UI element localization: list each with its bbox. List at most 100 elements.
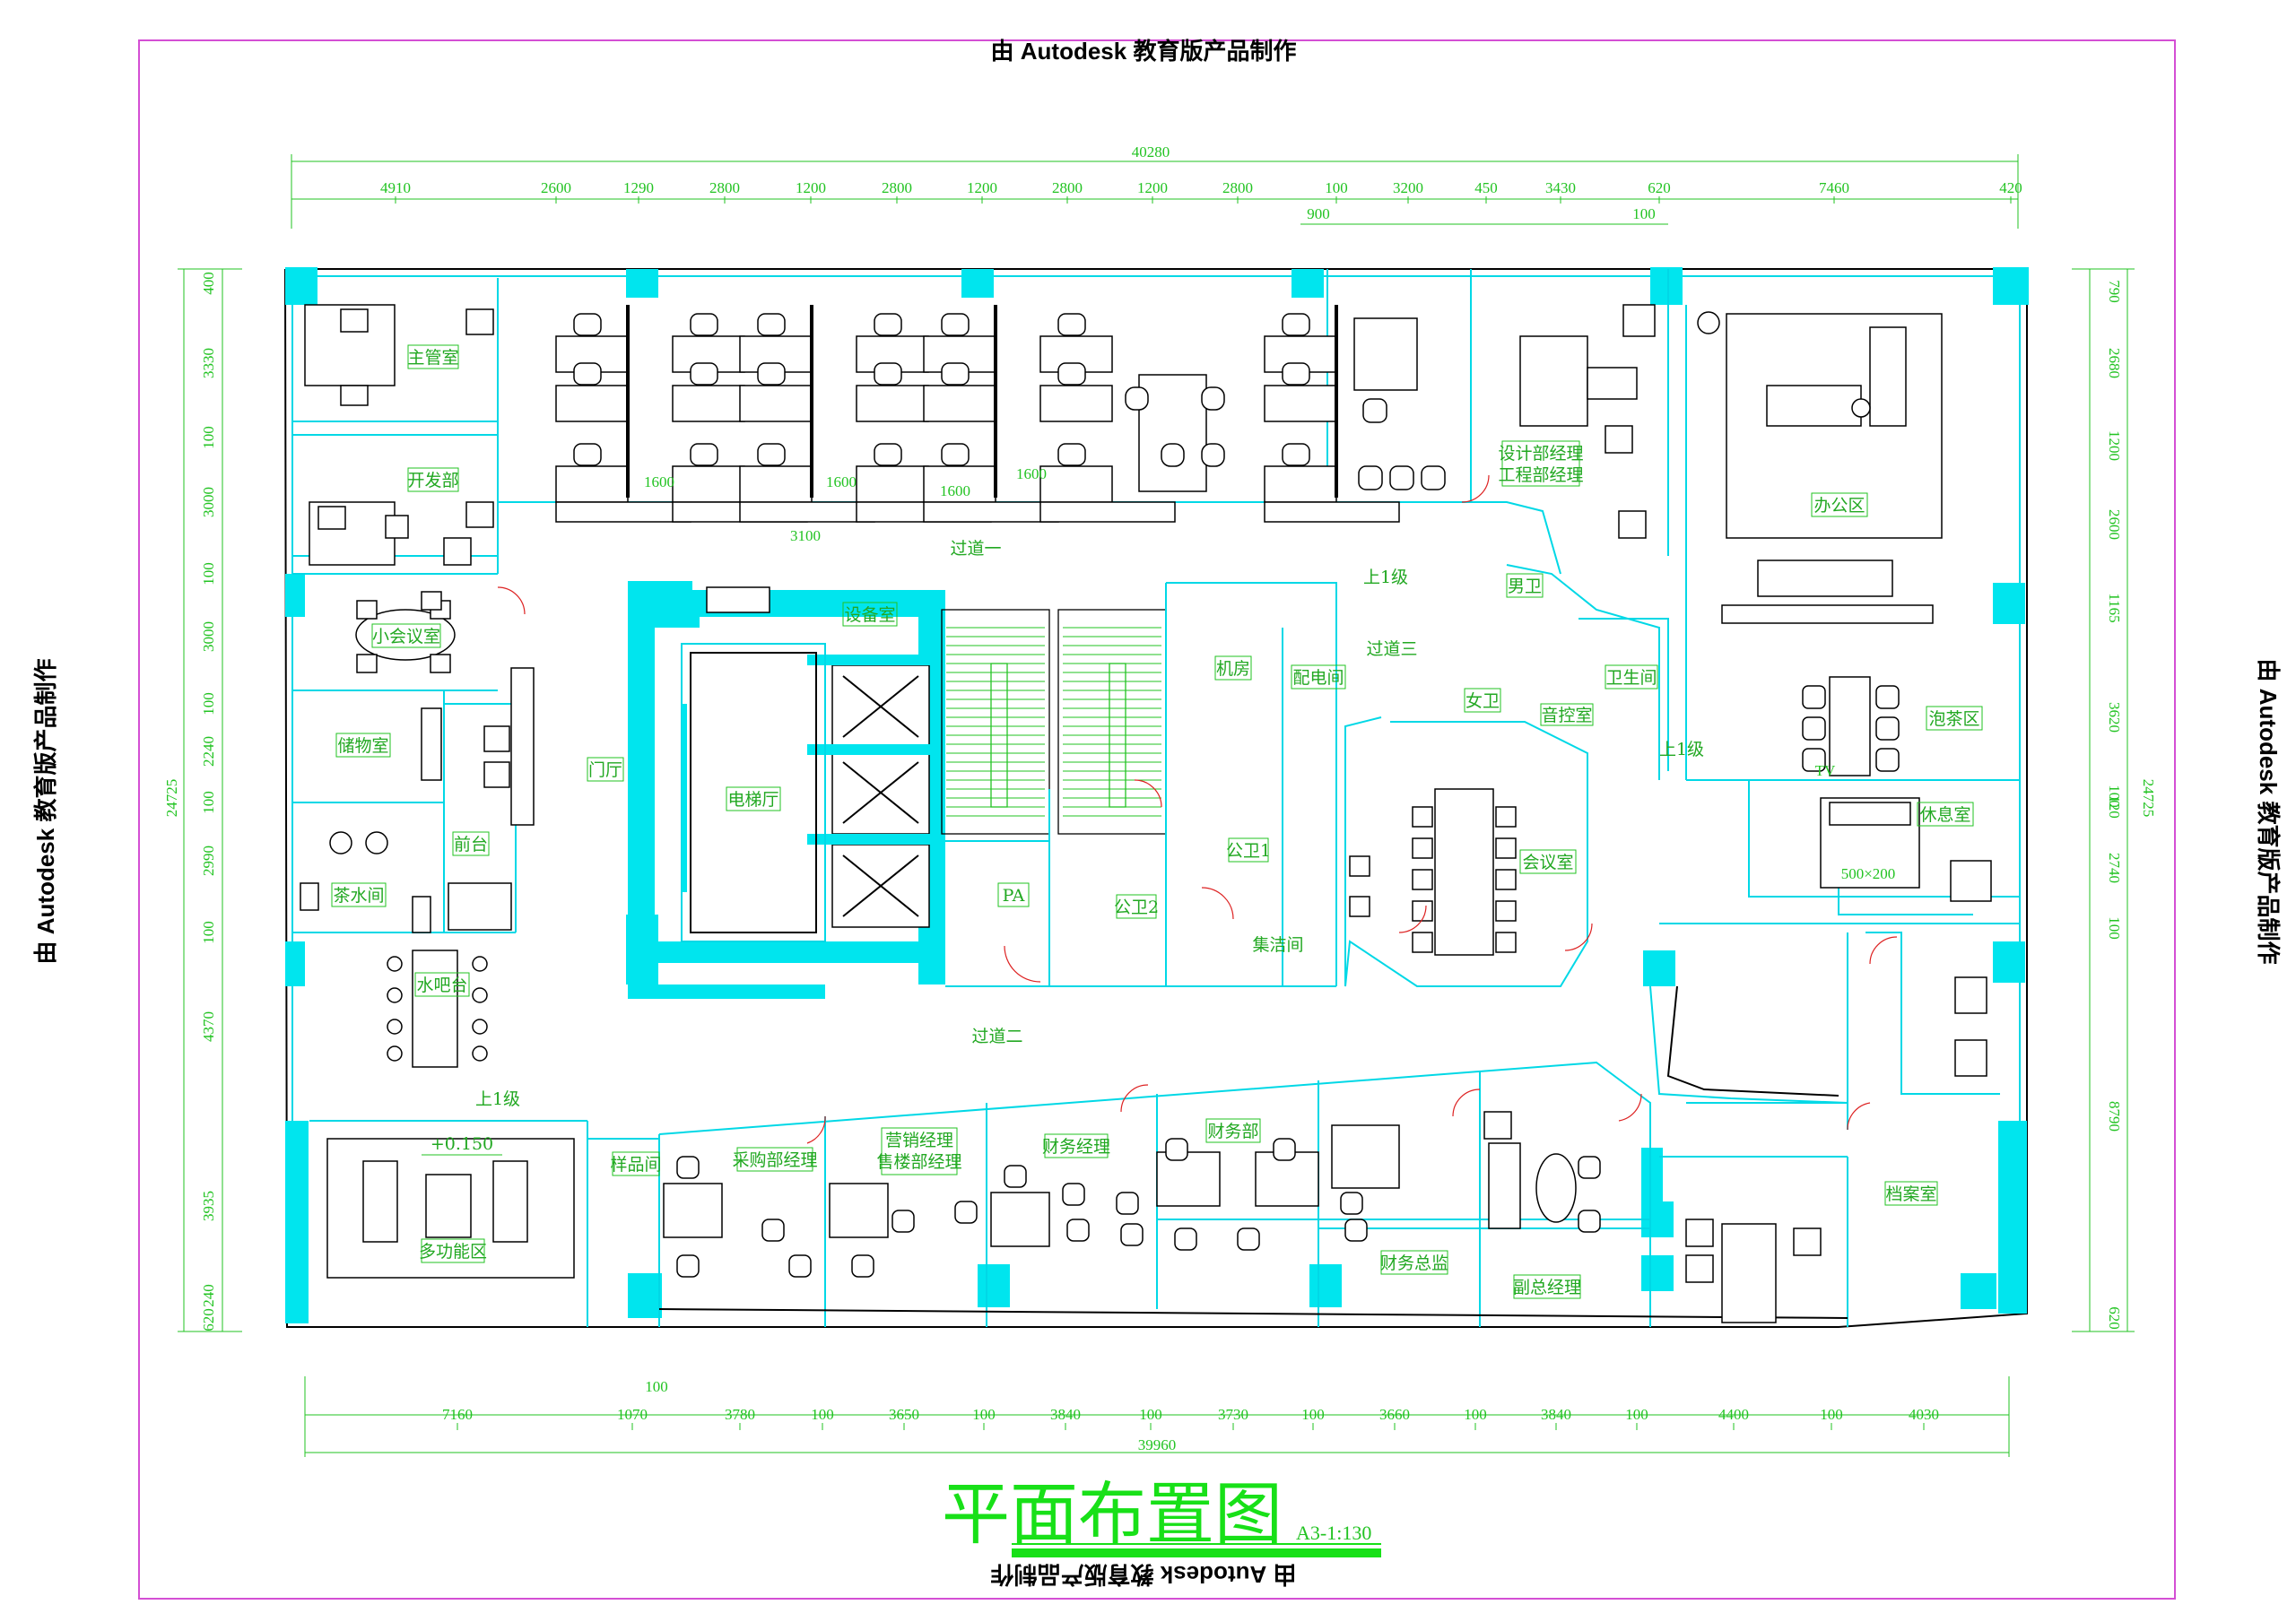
workstation-desk (672, 385, 745, 422)
workstation-desk (1264, 465, 1337, 503)
structural-columns (285, 267, 2029, 1323)
dim-top-label-16: 420 (1999, 179, 2022, 196)
room-label-deputy-gm: 副总经理 (1513, 1278, 1581, 1297)
dim-left-label-12: 3935 (200, 1191, 217, 1221)
chair (676, 1254, 700, 1278)
office-chair (573, 362, 602, 386)
dim-top-label-5: 2800 (882, 179, 912, 196)
chair (1495, 900, 1517, 922)
room-label-multi-function: 多功能区 (419, 1242, 487, 1262)
dim-right-label-9: 100 (2106, 916, 2123, 940)
room-label-elevator-hall: 电梯厅 (727, 790, 778, 810)
office-chair (874, 313, 902, 336)
workstation-bench (1264, 501, 1400, 523)
dim-top-label-2: 1290 (623, 179, 654, 196)
room-label-sample-room: 样品间 (610, 1155, 661, 1175)
desk-dim-4: 1600 (1016, 465, 1047, 482)
workstation-bench (739, 501, 875, 523)
corridor-label-1: 过道一 (950, 539, 1001, 559)
chair (1495, 932, 1517, 953)
office-chair (757, 362, 786, 386)
chair (1340, 1192, 1363, 1215)
dim-top-label-3: 2800 (709, 179, 740, 196)
bar-stool (472, 987, 488, 1003)
room-label-small-meeting: 小会议室 (372, 627, 440, 646)
workstation-bench (923, 501, 1059, 523)
dim-top-label-15: 7460 (1819, 179, 1849, 196)
dim-top-label-0: 4910 (380, 179, 411, 196)
chair (1174, 1227, 1197, 1251)
chair (1412, 932, 1433, 953)
drawing-scale: A3-1:130 (1296, 1522, 1371, 1544)
bar-stool (472, 1045, 488, 1062)
room-label-machine-room: 机房 (1216, 659, 1250, 679)
dim-right-label-8: 2740 (2106, 853, 2123, 883)
dim-bottom-label-3: 100 (811, 1406, 834, 1423)
room-label-engineering-manager: 工程部经理 (1498, 465, 1583, 485)
chair (1802, 685, 1826, 709)
dim-bottom-sub: 100 (645, 1378, 668, 1395)
bar-stool (472, 1019, 488, 1035)
level-mark-3: 上1级 (475, 1089, 520, 1109)
watermark-right: 由 Autodesk 教育版产品制作 (2255, 659, 2282, 965)
dim-right-label-11: 620 (2106, 1306, 2123, 1330)
dim-bottom-label-0: 7160 (442, 1406, 473, 1423)
dim-right-label-4: 1165 (2106, 593, 2123, 622)
office-chair (757, 443, 786, 466)
room-label-development: 开发部 (407, 471, 458, 490)
dim-left-label-2: 100 (200, 426, 217, 449)
office-chair (874, 443, 902, 466)
dim-bottom-label-14: 4400 (1718, 1406, 1749, 1423)
dim-right-label-2: 1200 (2106, 430, 2123, 461)
stool (1161, 443, 1185, 467)
dim-bottom-label-2: 3780 (725, 1406, 755, 1423)
dim-bottom-label-11: 100 (1464, 1406, 1487, 1423)
chair (1875, 685, 1900, 709)
dim-bottom-label-5: 100 (972, 1406, 996, 1423)
chair (851, 1254, 874, 1278)
desk-dim-2: 1600 (826, 473, 857, 490)
dim-right-label-1: 2680 (2106, 348, 2123, 378)
drawing-title: 平面布置图 (942, 1474, 1283, 1554)
chair (1273, 1138, 1296, 1161)
watermark-bottom: 由 Autodesk 教育版产品制作 (991, 1561, 1297, 1588)
workstation-bench (555, 501, 691, 523)
workstation-desk (555, 385, 629, 422)
dim-bottom-label-13: 100 (1625, 1406, 1648, 1423)
desk-dim-5: 3100 (790, 527, 821, 544)
dim-bottom-label-6: 3840 (1050, 1406, 1081, 1423)
chair (1578, 1156, 1601, 1179)
bed-dim: 500×200 (1841, 865, 1896, 882)
open-office-workstations (555, 305, 1446, 523)
chair (1875, 716, 1900, 741)
room-label-front-desk: 前台 (454, 835, 488, 854)
dim-left-label-7: 2240 (200, 736, 217, 767)
dim-right-total: 24725 (2140, 779, 2157, 818)
office-chair (1282, 443, 1310, 466)
room-label-tea-room: 茶水间 (333, 886, 384, 906)
office-chair (690, 443, 718, 466)
office-chair (757, 313, 786, 336)
workstation-desk (555, 465, 629, 503)
dim-top-label-13: 3430 (1545, 179, 1576, 196)
office-desk (1353, 317, 1418, 391)
office-chair (690, 313, 718, 336)
right-dimension-lines (2072, 268, 2135, 1332)
workstation-desk (856, 465, 929, 503)
chair (676, 1156, 700, 1179)
office-chair (1421, 465, 1446, 490)
workstation-desk (923, 465, 996, 503)
dim-bottom-label-12: 3840 (1541, 1406, 1571, 1423)
elevator-core (628, 590, 945, 999)
dim-bottom-label-9: 100 (1301, 1406, 1325, 1423)
bar-stool (472, 956, 488, 972)
workstation-desk (672, 465, 745, 503)
chair (1412, 806, 1433, 828)
room-label-public-wc1: 公卫1 (1226, 841, 1271, 861)
office-chair (573, 443, 602, 466)
workstation-bench (1039, 501, 1176, 523)
room-label-male-wc: 男卫 (1508, 577, 1542, 596)
